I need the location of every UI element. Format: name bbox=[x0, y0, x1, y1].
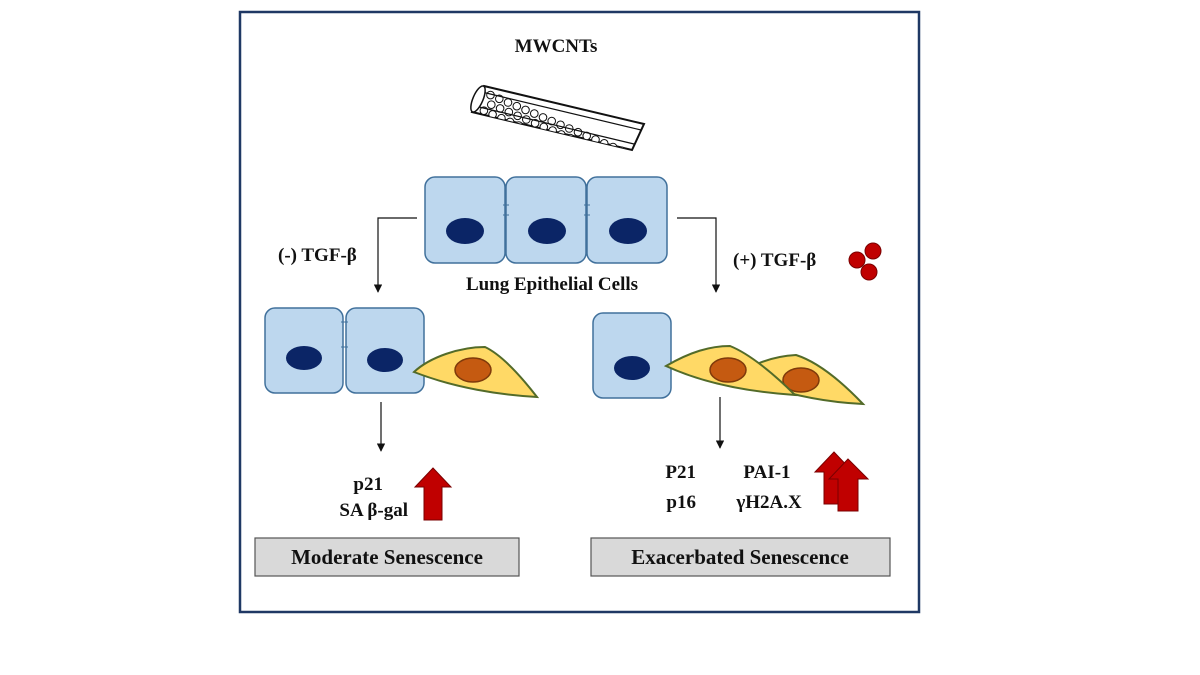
center-label: Lung Epithelial Cells bbox=[466, 274, 638, 295]
epithelial-nucleus bbox=[614, 356, 650, 380]
title-mwcnts: MWCNTs bbox=[515, 36, 598, 57]
nanotube-cell bbox=[487, 100, 496, 109]
epithelial-nucleus bbox=[367, 348, 403, 372]
tgf-beta-molecule-icon bbox=[848, 242, 882, 281]
exacerbated-senescence-label: Exacerbated Senescence bbox=[631, 545, 849, 569]
nanotube-cell bbox=[530, 109, 539, 118]
epithelial-nucleus bbox=[609, 218, 647, 244]
right-marker: p16 bbox=[666, 492, 696, 513]
moderate-senescence-label: Moderate Senescence bbox=[291, 545, 483, 569]
right-marker: γH2A.X bbox=[735, 492, 802, 513]
senescent-nucleus bbox=[709, 357, 747, 383]
epithelial-nucleus bbox=[286, 346, 322, 370]
epithelial-nucleus bbox=[446, 218, 484, 244]
nanotube-cell bbox=[538, 113, 548, 122]
right-marker: PAI-1 bbox=[743, 462, 790, 483]
senescent-nucleus bbox=[454, 357, 492, 383]
right-cell-group bbox=[592, 312, 866, 406]
right-marker: P21 bbox=[665, 462, 696, 483]
epithelial-nucleus bbox=[528, 218, 566, 244]
right-condition-label: (+) TGF-β bbox=[733, 250, 816, 271]
exacerbated-senescence-box bbox=[590, 537, 891, 577]
left-cell-group bbox=[264, 307, 540, 399]
nanotube-cell bbox=[503, 98, 513, 107]
up-arrow-icon bbox=[413, 467, 453, 521]
senescent-nucleus bbox=[782, 367, 820, 393]
moderate-senescence-box bbox=[254, 537, 520, 577]
nanotube-cell bbox=[512, 101, 522, 111]
nanotube-cell bbox=[521, 105, 530, 115]
top-epithelial-cell-row bbox=[424, 176, 668, 264]
left-condition-label: (-) TGF-β bbox=[278, 245, 357, 266]
right-branch-connector bbox=[677, 217, 721, 293]
left-branch-connector bbox=[373, 217, 417, 293]
left-marker: p21 bbox=[353, 474, 383, 495]
epithelial-cell bbox=[592, 312, 672, 399]
double-up-arrow-icon bbox=[813, 451, 870, 512]
left-marker: SA β-gal bbox=[339, 500, 408, 521]
